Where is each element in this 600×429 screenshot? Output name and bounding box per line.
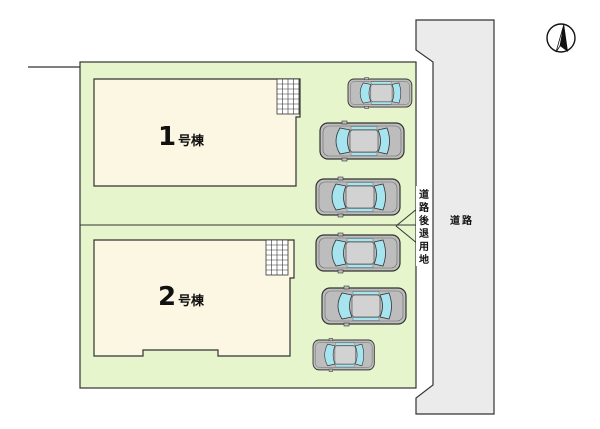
setback-char: 地 <box>419 253 429 266</box>
car-3 <box>315 176 401 218</box>
building-1 <box>93 78 301 187</box>
building-2-deck-grid <box>265 239 289 276</box>
setback-leader-upper <box>395 207 419 227</box>
north-arrow-icon <box>546 23 576 53</box>
setback-char: 後 <box>419 214 430 227</box>
car-4 <box>315 232 401 274</box>
road <box>415 19 495 415</box>
building-2-suffix: 号棟 <box>178 293 205 309</box>
car-1 <box>347 76 413 110</box>
building-2-number: 2 <box>158 282 176 312</box>
building-1-deck-grid <box>276 78 300 115</box>
setback-char: 道 <box>419 188 429 201</box>
building-1-suffix: 号棟 <box>178 133 205 149</box>
car-5 <box>321 285 407 327</box>
road-label-1: 道 <box>450 214 460 227</box>
setback-char: 退 <box>419 228 429 240</box>
building-2 <box>93 239 295 357</box>
setback-label: 道 路 後 退 用 地 <box>418 188 430 266</box>
car-6 <box>312 337 375 373</box>
car-2 <box>319 120 405 162</box>
setback-label-bg <box>416 186 432 266</box>
setback-leader-lower <box>395 225 419 245</box>
setback-char: 路 <box>419 201 430 214</box>
road-label-2: 路 <box>462 214 473 227</box>
setback-char: 用 <box>418 241 429 253</box>
building-1-number: 1 <box>158 122 176 152</box>
